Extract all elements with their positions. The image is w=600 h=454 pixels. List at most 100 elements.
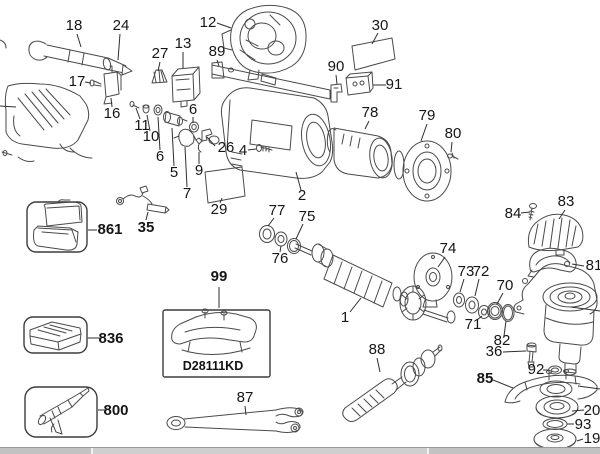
part-label-87: 87 — [237, 389, 254, 406]
part-label-70: 70 — [497, 277, 514, 294]
part-label-93: 93 — [575, 416, 592, 433]
part-label-99: 99 — [211, 268, 228, 285]
part-label-6b: 6 — [156, 148, 164, 165]
part-gear-case-assembly — [513, 263, 598, 376]
part-label-92: 92 — [528, 361, 545, 378]
part-label-71: 71 — [465, 316, 482, 333]
part-label-75: 75 — [299, 208, 316, 225]
part-label-1: 1 — [341, 309, 349, 326]
part-label-88: 88 — [369, 341, 386, 358]
leader-line-18 — [76, 33, 82, 48]
part-90-bracket — [330, 83, 343, 103]
part-85-wheel-guard — [504, 369, 598, 404]
part-label-2: 2 — [298, 187, 306, 204]
part-label-20: 20 — [584, 402, 600, 419]
part-label-18: 18 — [66, 17, 83, 34]
leader-line-82 — [503, 320, 507, 337]
leader-line-11 — [135, 107, 141, 120]
part-label-13: 13 — [175, 35, 192, 52]
part-74-flange-plate — [413, 252, 453, 308]
leader-line-1 — [349, 297, 362, 313]
leader-line-88 — [376, 357, 381, 373]
part-label-11: 11 — [134, 117, 150, 134]
leader-line-29 — [219, 197, 223, 204]
leader-line-24 — [117, 33, 121, 61]
part-label-74: 74 — [440, 240, 457, 257]
part-7-lock-button — [173, 128, 195, 147]
part-label-76: 76 — [272, 250, 289, 267]
part-4-screw — [256, 144, 273, 153]
part-87-spanner-wrench — [166, 407, 304, 433]
part-73-washer — [453, 292, 465, 308]
part-79-bearing-flange — [393, 140, 452, 202]
part-label-5: 5 — [170, 164, 178, 181]
part-77-bearing — [259, 225, 275, 243]
leader-line-20 — [571, 409, 585, 412]
part-label-12: 12 — [200, 14, 217, 31]
part-label-9: 9 — [195, 162, 203, 179]
part-label-73: 73 — [458, 263, 475, 280]
part-label-82: 82 — [494, 332, 511, 349]
leader-line-84 — [520, 211, 531, 214]
cutoff-leader-stub-1 — [0, 105, 17, 108]
part-80-screw — [447, 152, 459, 160]
leader-line-30 — [371, 32, 379, 45]
part-label-10: 10 — [143, 128, 160, 145]
part-label-836: 836 — [98, 330, 123, 347]
leader-line-81 — [571, 263, 585, 267]
part-35-brush-lead — [116, 185, 170, 214]
part-92-washer — [548, 365, 562, 375]
part-5-spindle-lock — [163, 111, 188, 127]
part-82-o-ring — [501, 304, 515, 322]
leader-line-74 — [437, 256, 446, 268]
part-11-screw — [129, 101, 140, 109]
leader-line-6b — [157, 116, 161, 151]
cutoff-part-fragment — [0, 39, 35, 162]
part-93-washer — [542, 418, 568, 430]
leader-line-85 — [492, 379, 514, 389]
model-number: D28111KD — [183, 359, 243, 373]
kit-box-836 — [23, 316, 88, 354]
bottom-ui-strip-fragment — [0, 447, 600, 454]
part-label-83: 83 — [558, 193, 575, 210]
leader-line-73 — [459, 278, 465, 293]
part-19-outer-flange — [533, 428, 577, 450]
leader-line-78 — [364, 120, 370, 130]
part-75-ring — [287, 238, 301, 254]
part-78-field-stator — [326, 127, 393, 179]
leader-line-76 — [279, 245, 282, 253]
leader-line-2 — [295, 171, 302, 191]
part-16-switch-lever — [103, 65, 122, 105]
leader-line-19 — [576, 438, 584, 442]
leader-line-36 — [502, 350, 527, 353]
leader-line-72 — [474, 278, 480, 297]
part-label-30: 30 — [372, 17, 389, 34]
part-17-screw — [89, 79, 102, 87]
leader-line-70 — [496, 292, 504, 305]
leader-line-87 — [244, 405, 247, 416]
part-label-91: 91 — [386, 76, 403, 93]
leader-line-10 — [146, 114, 151, 132]
part-26-wire-clip — [201, 128, 213, 142]
bottom-strip-divider-1 — [91, 448, 93, 454]
leader-line-90 — [335, 74, 338, 85]
part-76-washer — [274, 231, 288, 247]
part-83-vented-cover — [527, 213, 584, 256]
part-label-89: 89 — [209, 43, 226, 60]
part-27-cone-grommet — [151, 69, 168, 84]
part-18-handle-tube — [28, 40, 133, 76]
part-20-inner-flange — [535, 395, 579, 419]
part-36-screw — [526, 342, 537, 368]
leader-line-77 — [267, 217, 275, 227]
part-12-head-assembly — [221, 4, 307, 81]
part-label-19: 19 — [584, 430, 600, 447]
part-label-7: 7 — [183, 185, 191, 202]
part-10-knob — [142, 104, 150, 114]
leader-line-80 — [450, 141, 453, 153]
part-label-16: 16 — [104, 105, 121, 122]
bottom-strip-middle-segment — [92, 448, 428, 454]
part-label-17: 17 — [69, 73, 86, 90]
leader-line-17 — [84, 81, 92, 84]
